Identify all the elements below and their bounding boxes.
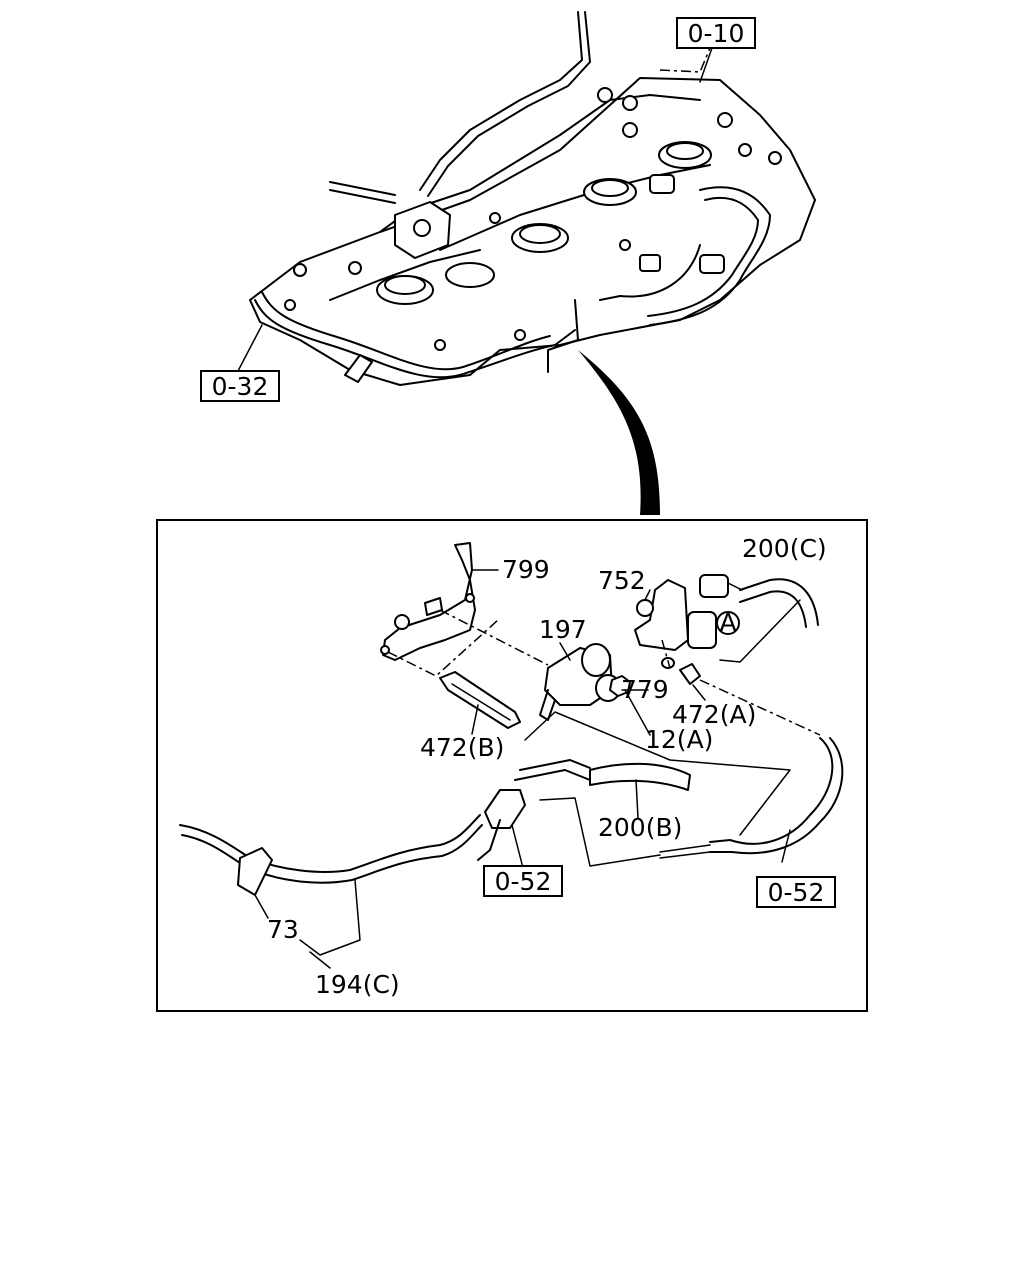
marker-a: A [719,608,736,637]
ref-box-0-52-center: 0-52 [483,865,563,897]
part-label-472a: 472(A) [672,700,756,729]
part-label-194c: 194(C) [315,970,400,999]
part-label-200b: 200(B) [598,813,682,842]
leader-lines [254,569,791,969]
ref-box-0-10: 0-10 [676,17,756,83]
engine-head-assembly [249,11,816,386]
part-label-200c: 200(C) [742,534,827,563]
ref-label-0-52-right: 0-52 [768,878,825,907]
part-label-779: 779 [621,675,669,704]
detail-frame [156,519,868,1012]
part-label-197: 197 [539,615,587,644]
detail-parts: A [179,542,844,896]
detail-arrow [578,350,660,515]
part-label-12a: 12(A) [645,725,713,754]
ref-label-0-32: 0-32 [212,372,269,401]
part-label-752: 752 [598,566,646,595]
ref-label-0-10: 0-10 [688,19,745,48]
ref-label-0-52-center: 0-52 [495,867,552,896]
ref-box-0-52-right: 0-52 [756,876,836,908]
part-label-799: 799 [502,555,550,584]
part-label-73: 73 [267,915,299,944]
part-label-472b: 472(B) [420,733,504,762]
ref-box-0-32: 0-32 [200,324,280,402]
